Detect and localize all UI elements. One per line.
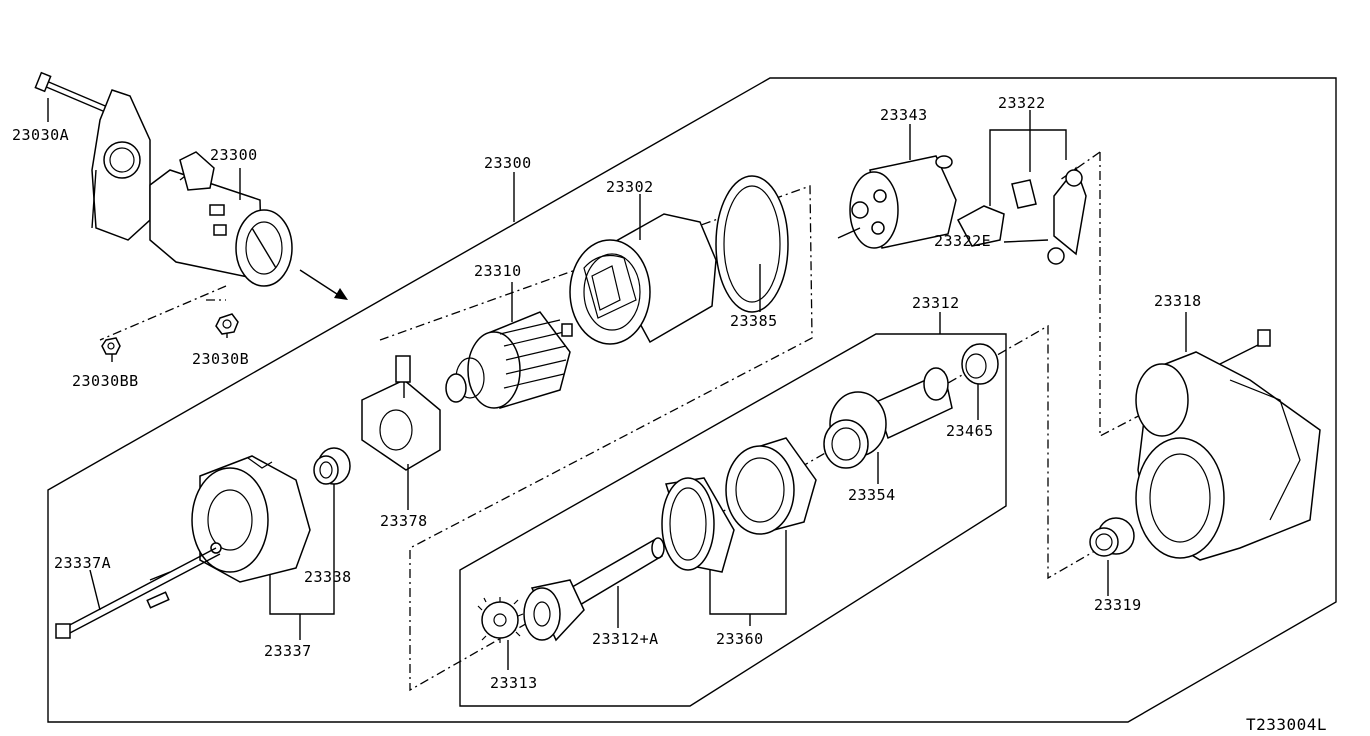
label-23338: 23338 bbox=[304, 568, 352, 586]
label-23360: 23360 bbox=[716, 630, 764, 648]
pinion-gear-23313-drawing bbox=[477, 597, 524, 643]
armature-23310-drawing bbox=[445, 311, 573, 409]
label-23385: 23385 bbox=[730, 312, 778, 330]
label-23343: 23343 bbox=[880, 106, 928, 124]
rear-cover-23337-drawing bbox=[191, 455, 311, 583]
label-23322: 23322 bbox=[998, 94, 1046, 112]
label-23319: 23319 bbox=[1094, 596, 1142, 614]
brush-holder-23378-drawing bbox=[361, 355, 441, 471]
label-23030bb: 23030BB bbox=[72, 372, 139, 390]
label-23337: 23337 bbox=[264, 642, 312, 660]
clutch-23360-drawing bbox=[661, 437, 817, 573]
assembly-boundary bbox=[47, 77, 1337, 723]
bushing-23338-drawing bbox=[313, 447, 351, 485]
drive-group-boundary bbox=[409, 324, 1101, 692]
label-23310: 23310 bbox=[474, 262, 522, 280]
bushing-23319-drawing bbox=[1089, 517, 1135, 557]
solenoid-23343-drawing bbox=[837, 155, 957, 249]
label-23313: 23313 bbox=[490, 674, 538, 692]
label-23465: 23465 bbox=[946, 422, 994, 440]
pinion-group-boundary bbox=[459, 333, 1007, 707]
yoke-23302-drawing bbox=[569, 213, 717, 345]
seal-ring-23385-drawing bbox=[715, 175, 789, 313]
label-23318: 23318 bbox=[1154, 292, 1202, 310]
label-23312a: 23312+A bbox=[592, 630, 659, 648]
diagram-code: T233004L bbox=[1246, 715, 1327, 734]
label-23378: 23378 bbox=[380, 512, 428, 530]
front-housing-23318-drawing bbox=[1135, 329, 1321, 561]
pinion-shaft-23312a-drawing bbox=[523, 537, 665, 642]
label-23337a: 23337A bbox=[54, 554, 111, 572]
bearing-23465-drawing bbox=[961, 343, 999, 385]
starter-assembly-drawing bbox=[34, 71, 348, 300]
label-23300: 23300 bbox=[484, 154, 532, 172]
brush-set-23322-drawing bbox=[956, 110, 1087, 265]
label-23030b: 23030B bbox=[192, 350, 249, 368]
label-23354: 23354 bbox=[848, 486, 896, 504]
label-23312: 23312 bbox=[912, 294, 960, 312]
label-23300-assembly: 23300 bbox=[210, 146, 258, 164]
label-23322e: 23322E bbox=[934, 232, 991, 250]
nut-23030b-drawing bbox=[215, 313, 239, 335]
shaft-23354-drawing bbox=[823, 367, 953, 469]
label-23302: 23302 bbox=[606, 178, 654, 196]
nut-23030bb-drawing bbox=[101, 337, 121, 355]
label-23030a: 23030A bbox=[12, 126, 69, 144]
through-bolt-23337a-drawing bbox=[55, 547, 221, 639]
